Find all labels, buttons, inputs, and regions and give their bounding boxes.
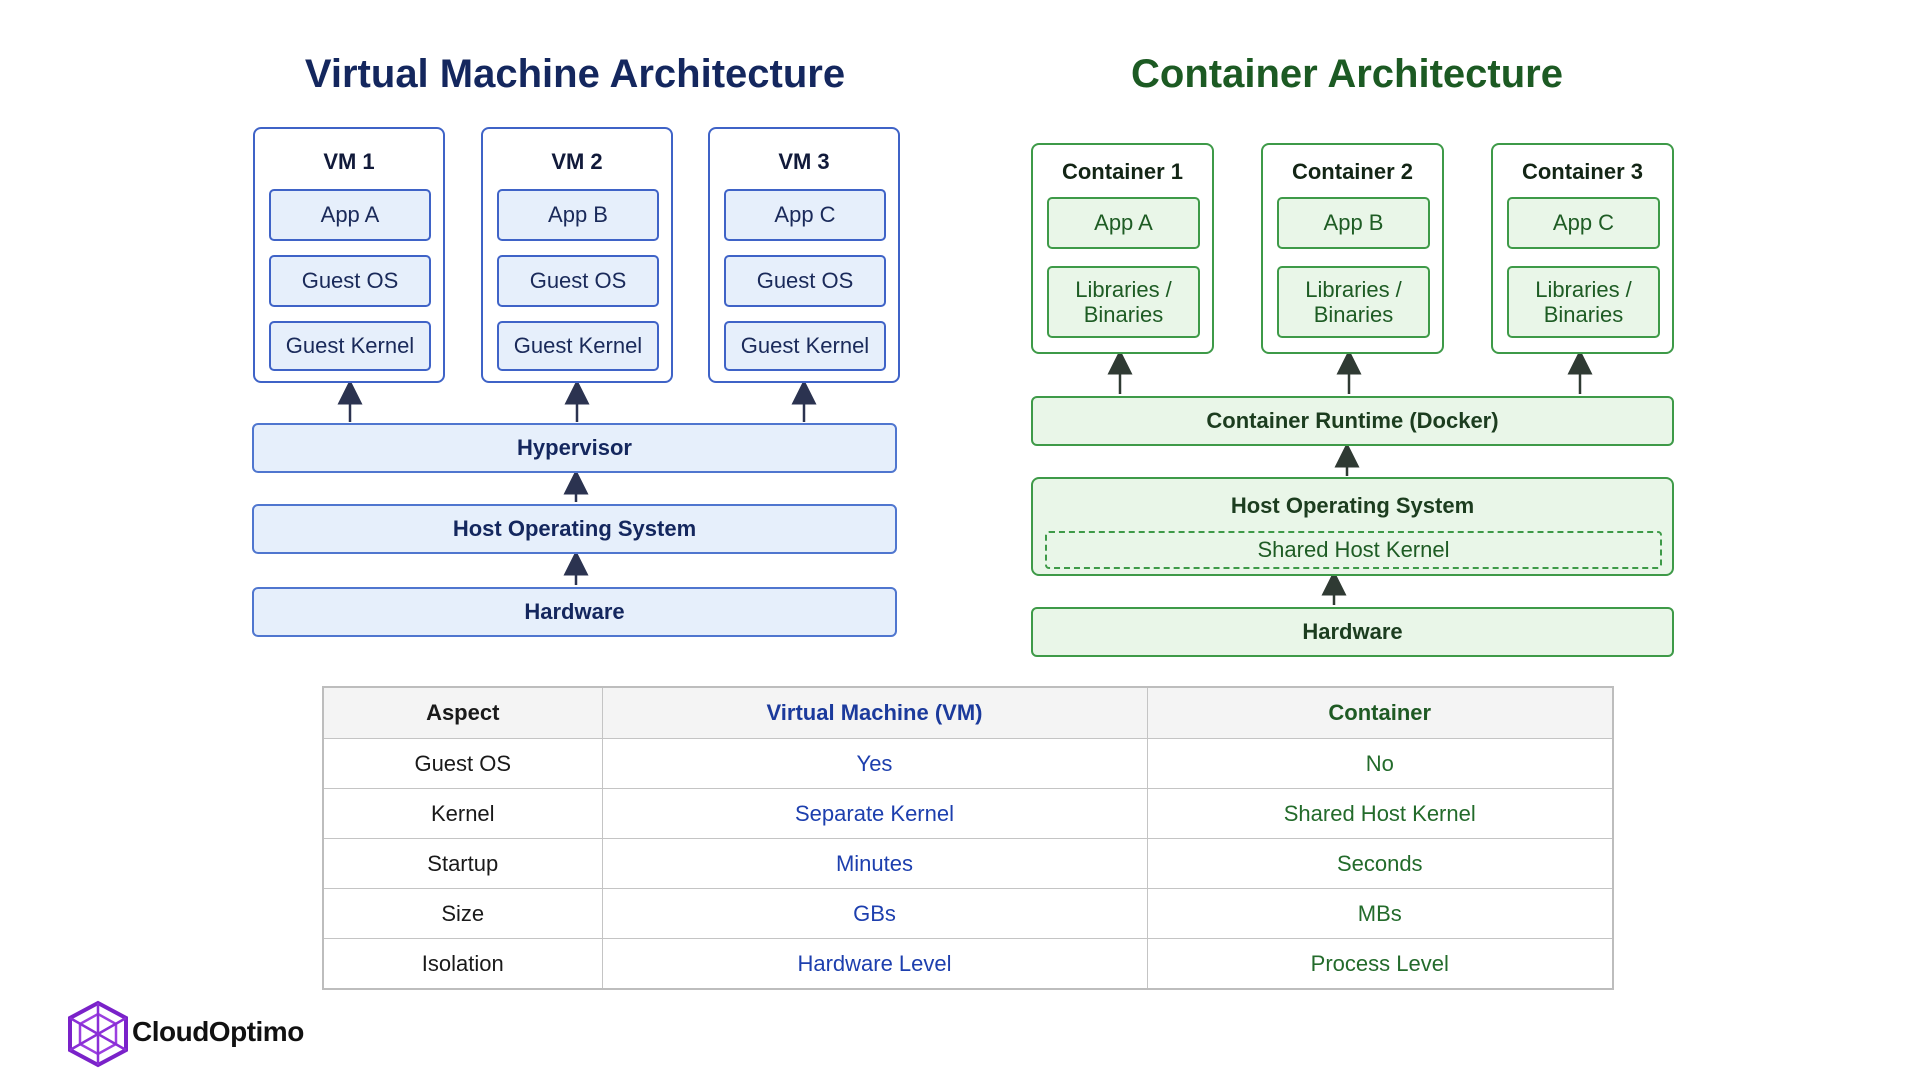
container-2-libraries: Libraries / Binaries xyxy=(1277,266,1430,338)
container-architecture-title: Container Architecture xyxy=(1131,52,1563,96)
vm-hardware-layer: Hardware xyxy=(252,587,897,637)
vm-3-guest-kernel: Guest Kernel xyxy=(724,321,886,371)
vm-3-app: App C xyxy=(724,189,886,241)
brand-name: CloudOptimo xyxy=(132,1016,304,1047)
container-3-app: App C xyxy=(1507,197,1660,249)
table-header-row: Aspect Virtual Machine (VM) Container xyxy=(322,686,1614,739)
container-2-app: App B xyxy=(1277,197,1430,249)
cell-aspect: Startup xyxy=(322,838,603,889)
vm-architecture-title: Virtual Machine Architecture xyxy=(304,52,846,96)
container-host-os-label: Host Operating System xyxy=(1230,493,1475,518)
table-row: Isolation Hardware Level Process Level xyxy=(322,938,1614,990)
container-3-libraries-line2: Binaries xyxy=(1543,302,1624,327)
container-1-libraries: Libraries / Binaries xyxy=(1047,266,1200,338)
container-1-label: Container 1 xyxy=(1061,159,1184,184)
container-3-libraries: Libraries / Binaries xyxy=(1507,266,1660,338)
table-row: Guest OS Yes No xyxy=(322,738,1614,789)
container-runtime-layer: Container Runtime (Docker) xyxy=(1031,396,1674,446)
container-2-label: Container 2 xyxy=(1291,159,1414,184)
cell-aspect: Guest OS xyxy=(322,738,603,789)
vm-1-app: App A xyxy=(269,189,431,241)
vm-3-frame: VM 3 App C Guest OS Guest Kernel xyxy=(708,127,900,383)
vm-1-frame: VM 1 App A Guest OS Guest Kernel xyxy=(253,127,445,383)
container-2-frame: Container 2 App B Libraries / Binaries xyxy=(1261,143,1444,354)
vm-1-label: VM 1 xyxy=(323,149,375,174)
container-hardware-layer: Hardware xyxy=(1031,607,1674,657)
vm-2-label: VM 2 xyxy=(551,149,603,174)
cell-container: MBs xyxy=(1146,888,1614,939)
cell-aspect: Kernel xyxy=(322,788,603,839)
vm-1-guest-os: Guest OS xyxy=(269,255,431,307)
cell-container: Process Level xyxy=(1146,938,1614,990)
container-3-libraries-line1: Libraries / xyxy=(1535,276,1632,302)
vm-host-os-layer: Host Operating System xyxy=(252,504,897,554)
cell-vm: Yes xyxy=(601,738,1148,789)
container-1-libraries-line2: Binaries xyxy=(1083,302,1164,327)
vm-3-label: VM 3 xyxy=(778,149,830,174)
vm-2-guest-kernel: Guest Kernel xyxy=(497,321,659,371)
container-3-frame: Container 3 App C Libraries / Binaries xyxy=(1491,143,1674,354)
container-2-libraries-line1: Libraries / xyxy=(1305,276,1402,302)
header-aspect: Aspect xyxy=(322,686,603,739)
table-row: Kernel Separate Kernel Shared Host Kerne… xyxy=(322,788,1614,839)
vm-1-guest-kernel: Guest Kernel xyxy=(269,321,431,371)
vm-3-guest-os: Guest OS xyxy=(724,255,886,307)
header-container: Container xyxy=(1146,686,1614,739)
cell-vm: Separate Kernel xyxy=(601,788,1148,839)
header-vm: Virtual Machine (VM) xyxy=(601,686,1148,739)
shared-host-kernel: Shared Host Kernel xyxy=(1045,531,1662,569)
vm-2-frame: VM 2 App B Guest OS Guest Kernel xyxy=(481,127,673,383)
container-3-label: Container 3 xyxy=(1521,159,1644,184)
vm-2-app: App B xyxy=(497,189,659,241)
cell-vm: Minutes xyxy=(601,838,1148,889)
cell-vm: GBs xyxy=(601,888,1148,939)
cell-container: Shared Host Kernel xyxy=(1146,788,1614,839)
cell-vm: Hardware Level xyxy=(601,938,1148,990)
cell-container: Seconds xyxy=(1146,838,1614,889)
cell-aspect: Isolation xyxy=(322,938,603,990)
comparison-table: Aspect Virtual Machine (VM) Container Gu… xyxy=(322,686,1614,990)
hypervisor-layer: Hypervisor xyxy=(252,423,897,473)
table-row: Size GBs MBs xyxy=(322,888,1614,939)
cell-aspect: Size xyxy=(322,888,603,939)
table-row: Startup Minutes Seconds xyxy=(322,838,1614,889)
container-1-app: App A xyxy=(1047,197,1200,249)
container-2-libraries-line2: Binaries xyxy=(1313,302,1394,327)
cloudoptimo-logo-icon xyxy=(68,1000,128,1068)
cell-container: No xyxy=(1146,738,1614,789)
container-1-libraries-line1: Libraries / xyxy=(1075,276,1172,302)
container-1-frame: Container 1 App A Libraries / Binaries xyxy=(1031,143,1214,354)
vm-2-guest-os: Guest OS xyxy=(497,255,659,307)
container-host-os-layer: Host Operating System Shared Host Kernel xyxy=(1031,477,1674,576)
